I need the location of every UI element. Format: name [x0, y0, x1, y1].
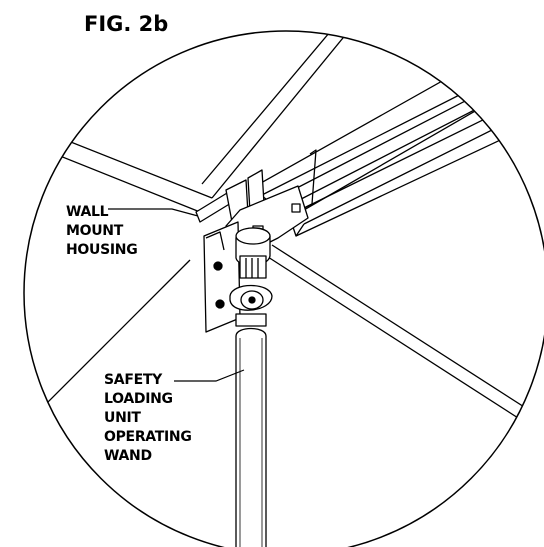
wall-mount-housing [195, 169, 309, 333]
title-backdrop [78, 6, 178, 40]
label-line: LOADING [104, 391, 173, 407]
room-corner-lines [24, 31, 544, 471]
label-line: HOUSING [66, 242, 138, 258]
label-line: WALL [66, 204, 109, 220]
label-line: WAND [104, 448, 152, 464]
label-line: SAFETY [104, 372, 162, 388]
wall-mount-leader [108, 208, 199, 217]
safety-unit-leader [174, 369, 245, 382]
label-line: OPERATING [104, 429, 192, 445]
label-line: UNIT [104, 410, 141, 426]
detail-circle [23, 30, 544, 547]
safety-loading-unit [229, 227, 273, 327]
wall-mount-housing-label: WALL MOUNT HOUSING [66, 203, 138, 260]
figure-title: FIG. 2b [84, 12, 169, 36]
operating-wand [235, 327, 267, 547]
safety-loading-unit-label: SAFETY LOADING UNIT OPERATING WAND [104, 371, 192, 466]
label-line: MOUNT [66, 223, 123, 239]
